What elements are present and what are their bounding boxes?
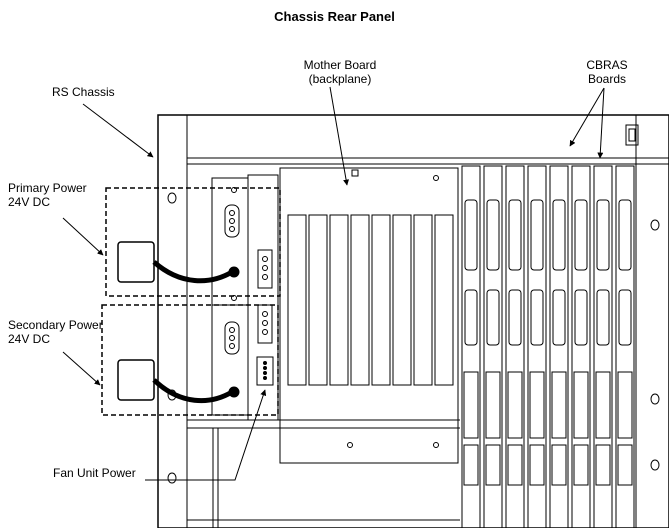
primary-power-label-line1: Primary Power (8, 181, 87, 195)
cbras-label-line2: Boards (587, 72, 627, 86)
rs-chassis-arrow (82, 103, 154, 158)
backplane-slot (350, 214, 370, 386)
secondary-power-callout-box (101, 304, 279, 416)
fan-unit-power-arrow (145, 389, 267, 481)
secondary-power-label: Secondary Power 24V DC (8, 318, 103, 346)
power-switch (625, 124, 639, 146)
side-connector-top (257, 249, 273, 289)
connector-pin (229, 218, 235, 224)
cbras-label-line1: CBRAS (586, 58, 628, 72)
mother-board-label: Mother Board (backplane) (285, 58, 395, 86)
cbras-board (461, 165, 481, 528)
mount-hole-right-1 (650, 219, 660, 231)
screw (347, 442, 353, 448)
mount-hole-left-3 (167, 472, 177, 484)
backplane-slot (371, 214, 391, 386)
backplane-slot (329, 214, 349, 386)
cbras-board (593, 165, 613, 528)
cbras-board (505, 165, 525, 528)
fan-unit-power-connector (256, 356, 274, 386)
cbras-board (527, 165, 547, 528)
mount-hole-right-2 (650, 393, 660, 405)
cbras-board (549, 165, 569, 528)
backplane-slot (434, 214, 454, 386)
secondary-power-arrow (62, 351, 101, 386)
backplane-slot (392, 214, 412, 386)
backplane-marker (351, 169, 359, 177)
backplane-slot (308, 214, 328, 386)
primary-power-label-line2: 24V DC (8, 195, 51, 209)
cbras-arrow-right (597, 87, 605, 159)
mother-board-label-line2: (backplane) (308, 72, 372, 86)
connector-pin (229, 343, 235, 349)
primary-power-callout-box (105, 187, 281, 297)
side-panel (247, 174, 279, 421)
backplane-slot (287, 214, 307, 386)
cbras-boards-label: CBRAS Boards (572, 58, 642, 86)
rs-chassis-label: RS Chassis (52, 85, 115, 99)
secondary-power-label-line1: Secondary Power (8, 318, 103, 332)
connector-pin (229, 335, 235, 341)
connector-pin (229, 210, 235, 216)
secondary-power-label-line2: 24V DC (8, 332, 51, 346)
power-module-primary (211, 177, 249, 306)
screw (433, 442, 439, 448)
connector-pin (229, 226, 235, 232)
power-connector-9pin-bottom (224, 321, 240, 355)
cbras-connectors (464, 199, 632, 346)
mother-board-label-line1: Mother Board (303, 58, 377, 72)
power-switch-rocker (628, 128, 636, 142)
cbras-arrow-left (569, 87, 605, 147)
fan-unit-power-label: Fan Unit Power (53, 466, 136, 480)
cbras-board (615, 165, 635, 528)
secondary-power-plug (117, 359, 155, 401)
backplane-slot (413, 214, 433, 386)
side-connector-middle (257, 304, 273, 344)
mount-hole-left-1 (167, 192, 177, 204)
page-title: Chassis Rear Panel (274, 9, 395, 24)
primary-power-plug (117, 241, 155, 283)
cbras-board (483, 165, 503, 528)
chassis-frame (157, 114, 669, 528)
connector-pin (229, 327, 235, 333)
mother-board-arrow (329, 86, 350, 186)
power-connector-9pin-top (224, 204, 240, 238)
mount-hole-right-3 (650, 459, 660, 471)
screw (433, 175, 439, 181)
cbras-board-group (461, 165, 635, 528)
cbras-rj45-ports (463, 371, 633, 486)
mother-board (279, 167, 459, 464)
cbras-board (571, 165, 591, 528)
secondary-power-cable (152, 378, 234, 404)
primary-power-arrow (62, 217, 104, 256)
primary-power-label: Primary Power 24V DC (8, 181, 87, 209)
primary-power-cable (152, 260, 234, 284)
